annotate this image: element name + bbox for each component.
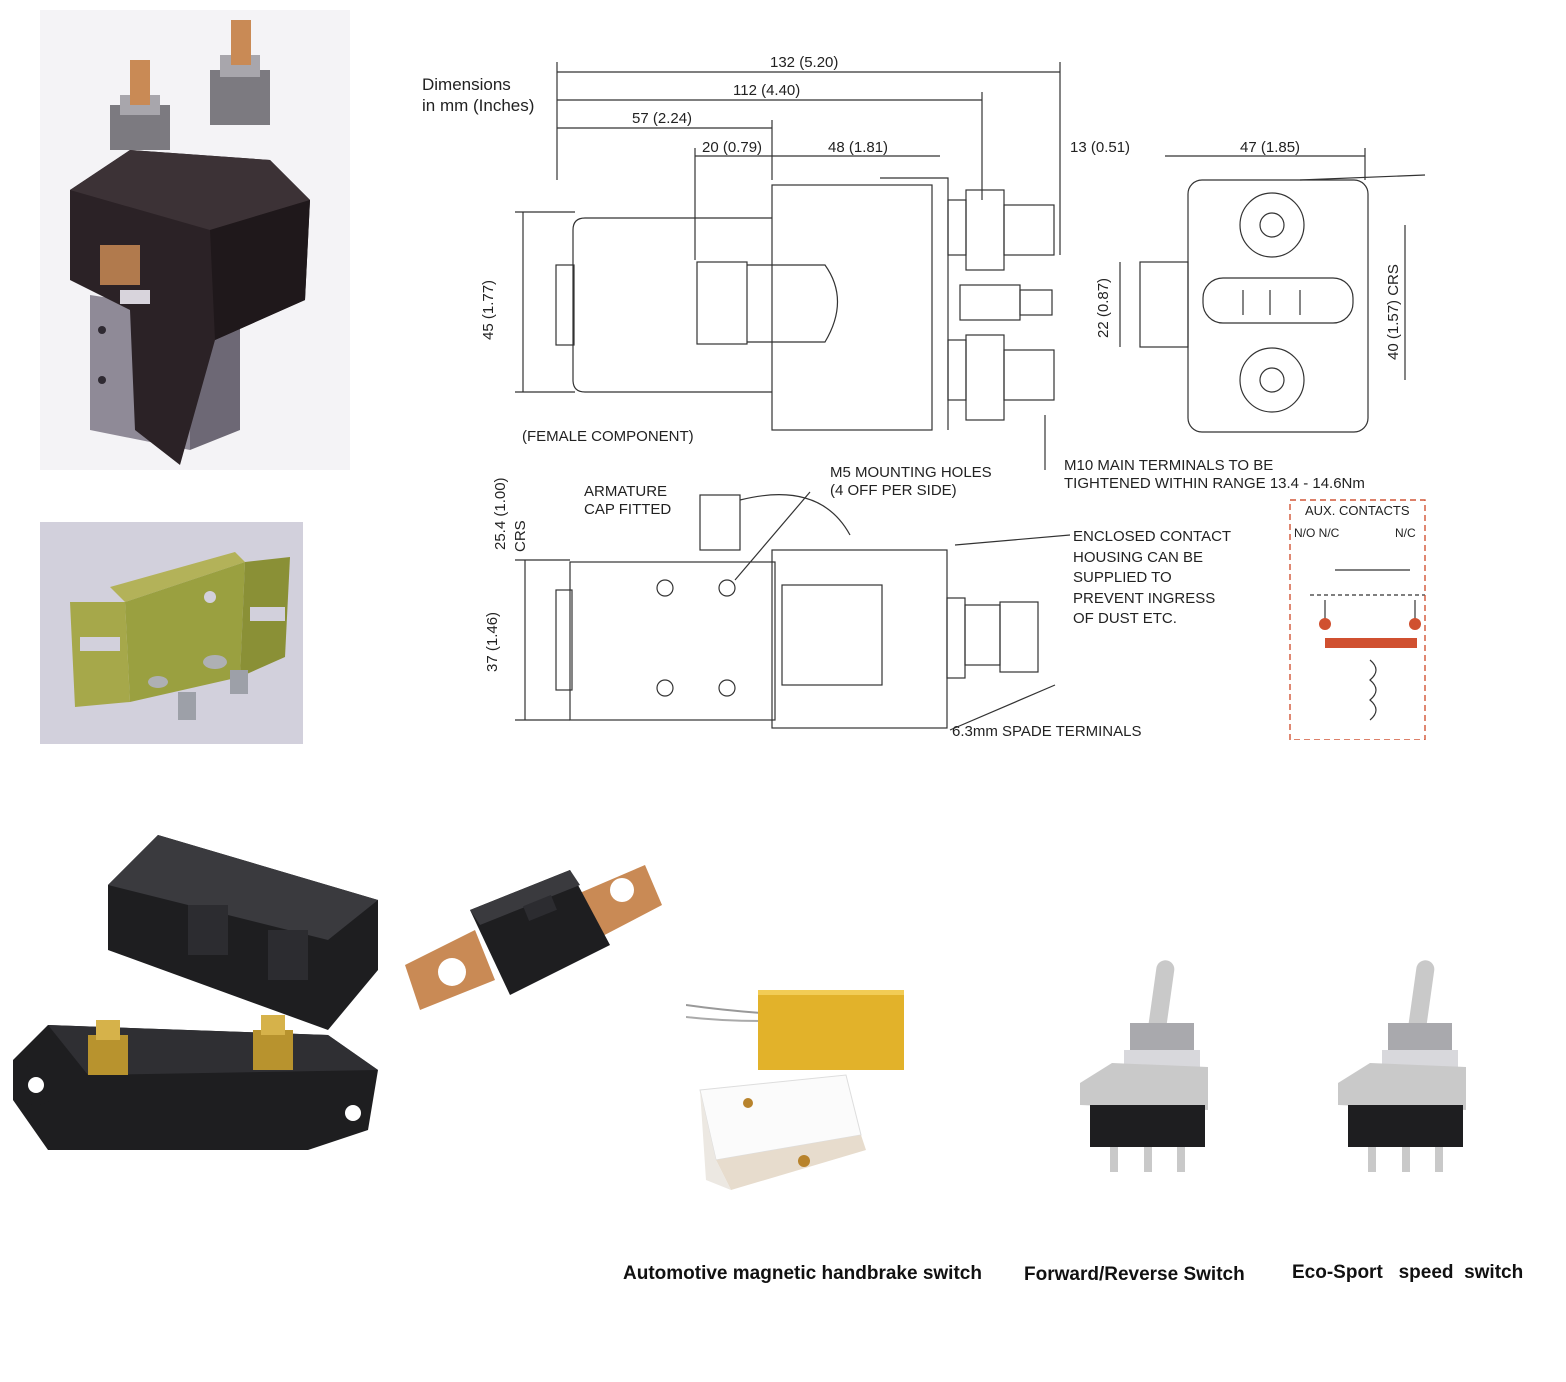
aux-nc-label: N/C	[1395, 526, 1416, 540]
female-component-label: (FEMALE COMPONENT)	[522, 428, 694, 445]
solenoid-dimension-drawing	[405, 40, 1430, 740]
dim-40-crs: 40 (1.57) CRS	[1385, 264, 1402, 360]
dim-25-4: 25.4 (1.00)	[492, 477, 509, 550]
magnetic-handbrake-switch-photo	[686, 985, 908, 1200]
dim-47: 47 (1.85)	[1240, 139, 1301, 156]
caption-forward-reverse-switch: Forward/Reverse Switch	[1024, 1264, 1245, 1285]
enclosed-note-line: PREVENT INGRESS	[1073, 589, 1216, 607]
dim-112: 112 (4.40)	[733, 82, 801, 99]
mounting-bracket-photo	[40, 522, 303, 744]
armature-note-line: ARMATURE	[584, 483, 668, 500]
m10-note-line: TIGHTENED WITHIN RANGE 13.4 - 14.6Nm	[1064, 475, 1365, 492]
dim-57: 57 (2.24)	[632, 110, 693, 127]
enclosed-note-line: OF DUST ETC.	[1073, 610, 1177, 627]
fuse-holder-photo	[8, 830, 383, 1170]
eco-sport-toggle-photo	[1330, 955, 1475, 1180]
forward-reverse-toggle-photo	[1072, 955, 1217, 1180]
enclosed-note-line: SUPPLIED TO	[1073, 569, 1172, 586]
dim-20: 20 (0.79)	[702, 139, 763, 156]
dim-22: 22 (0.87)	[1095, 277, 1112, 338]
enclosed-contact-note: ENCLOSED CONTACT HOUSING CAN BE SUPPLIED…	[1073, 527, 1231, 630]
spade-terminals-note: 6.3mm SPADE TERMINALS	[952, 723, 1142, 740]
dim-13: 13 (0.51)	[1070, 139, 1131, 156]
enclosed-note-line: HOUSING CAN BE	[1073, 548, 1204, 566]
mega-fuse-photo	[400, 860, 668, 1010]
m5-note-line: (4 OFF PER SIDE)	[830, 482, 957, 499]
aux-no-nc-label: N/O N/C	[1294, 526, 1340, 540]
dimensions-note-line: in mm (Inches)	[422, 96, 535, 115]
dim-crs: CRS	[512, 520, 529, 552]
dim-45: 45 (1.77)	[480, 279, 497, 340]
caption-handbrake-switch: Automotive magnetic handbrake switch	[623, 1263, 982, 1284]
dim-37: 37 (1.46)	[484, 611, 501, 672]
dim-132: 132 (5.20)	[770, 54, 839, 71]
dimensions-note: Dimensions in mm (Inches)	[422, 74, 534, 116]
m10-note-line: M10 MAIN TERMINALS TO BE	[1064, 457, 1274, 474]
armature-note-line: CAP FITTED	[584, 501, 672, 518]
enclosed-note-line: ENCLOSED CONTACT	[1073, 528, 1232, 545]
m5-holes-note: M5 MOUNTING HOLES (4 OFF PER SIDE)	[830, 464, 992, 500]
m10-terminals-note: M10 MAIN TERMINALS TO BE TIGHTENED WITHI…	[1064, 457, 1365, 493]
dim-48: 48 (1.81)	[828, 139, 889, 156]
m5-note-line: M5 MOUNTING HOLES	[830, 464, 992, 481]
dimensions-note-line: Dimensions	[422, 75, 511, 94]
solenoid-photo	[40, 10, 350, 470]
aux-contacts-label: AUX. CONTACTS	[1305, 503, 1410, 518]
armature-note: ARMATURE CAP FITTED	[584, 483, 671, 519]
caption-eco-sport-switch: Eco-Sport speed switch	[1292, 1262, 1524, 1283]
